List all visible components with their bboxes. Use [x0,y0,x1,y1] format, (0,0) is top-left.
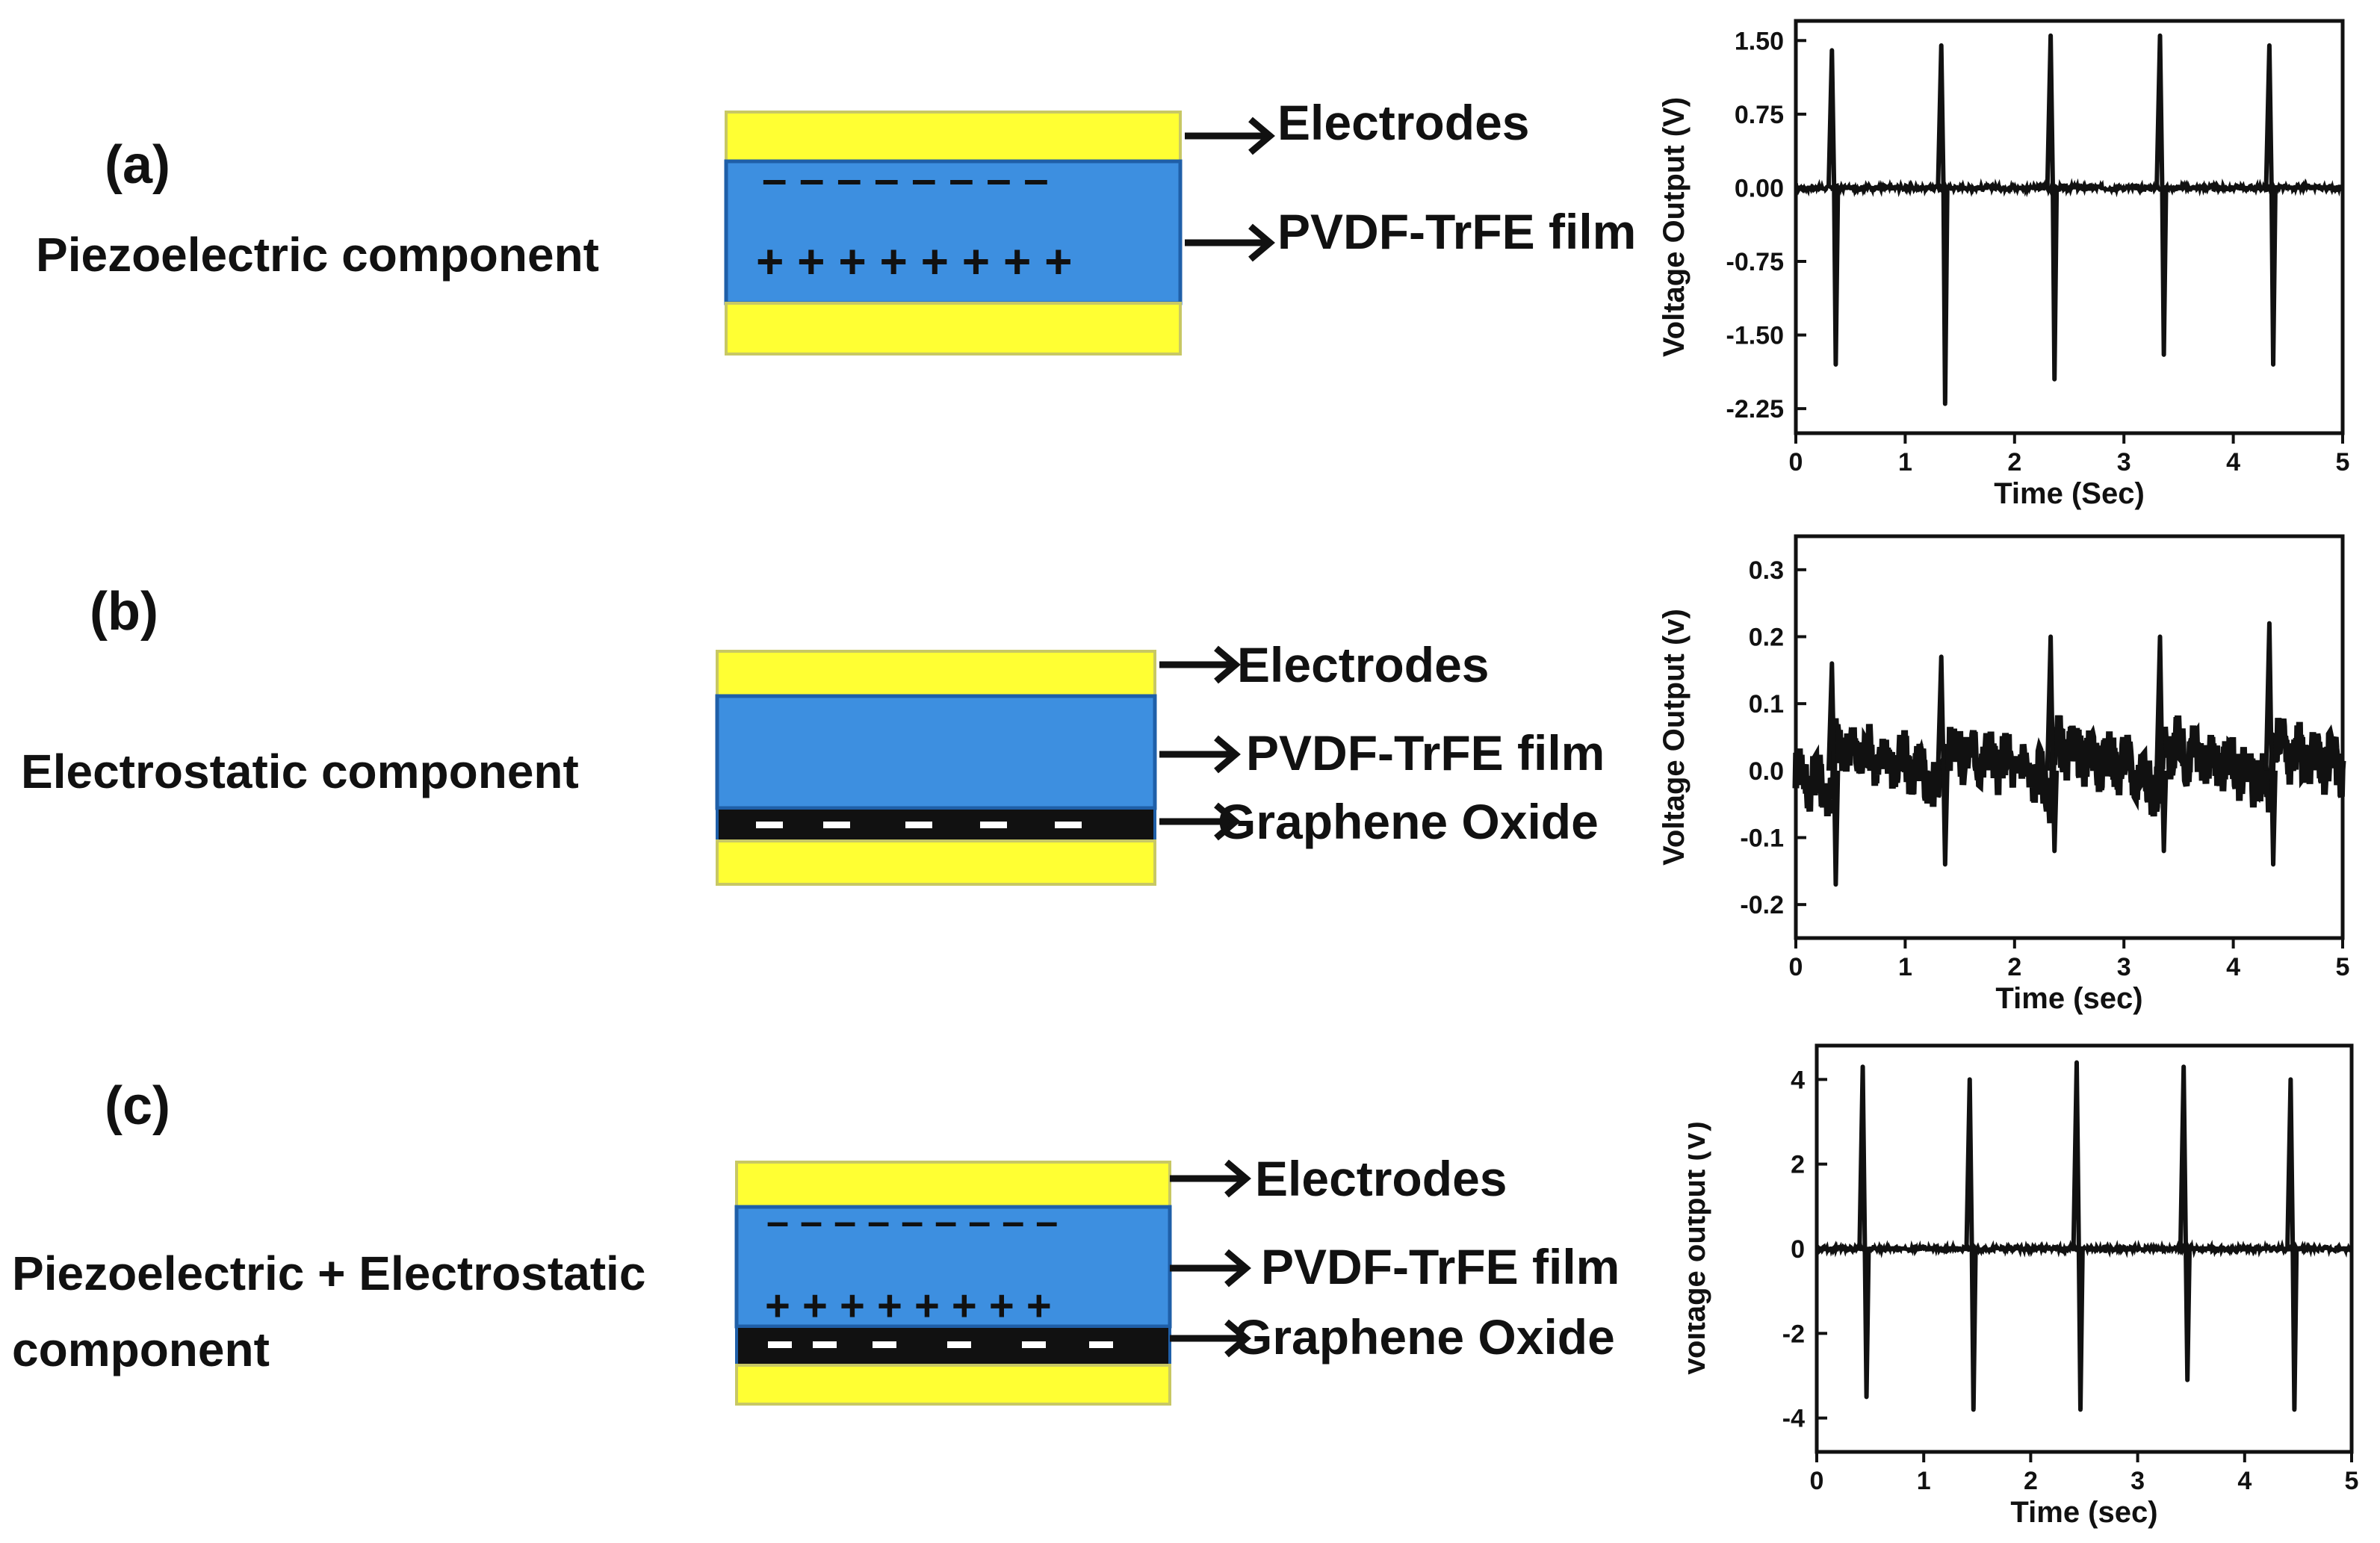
label-film-b: PVDF-TrFE film [1246,725,1605,780]
y-tick-label: 0.0 [1749,757,1784,786]
panel-label-a: (a) [105,135,170,195]
label-graphene-c: Graphene Oxide [1234,1309,1615,1365]
signal-pulse [1964,1077,1978,1412]
component-label-b: Electrostatic component [21,745,579,798]
label-film-c: PVDF-TrFE film [1261,1239,1620,1294]
y-tick-label: -0.2 [1740,891,1784,919]
x-tick-label: 0 [1789,448,1803,476]
x-axis-label: Time (sec) [2010,1496,2157,1529]
signal-pulse [2285,1077,2299,1412]
y-tick-label: -2 [1782,1320,1805,1348]
x-tick-label: 3 [2117,448,2131,476]
signal-pulse [1826,48,1841,367]
y-tick-label: 0 [1791,1235,1805,1264]
signal-baseline [1815,1239,2352,1258]
signal-pulse [2178,1064,2192,1382]
x-tick-label: 2 [2007,953,2021,981]
y-tick-label: -0.1 [1740,825,1784,853]
signal-baseline [1792,715,2346,824]
x-tick-label: 1 [1898,448,1912,476]
x-tick-label: 1 [1898,953,1912,981]
device-stack-a: – – – – – – – – + + + + + + + + [724,111,1183,356]
pvdf-film [715,694,1157,810]
y-tick-label: 4 [1791,1066,1805,1094]
x-tick-label: 2 [2024,1467,2038,1495]
y-tick-label: -1.50 [1726,322,1785,350]
y-tick-label: 0.3 [1749,556,1784,585]
label-electrodes-a: Electrodes [1277,95,1530,150]
x-tick-label: 0 [1789,953,1803,981]
y-tick-label: 0.2 [1749,624,1784,652]
positive-charges: + + + + + + + + [765,1282,1052,1330]
y-tick-label: 2 [1791,1151,1805,1179]
label-graphene-b: Graphene Oxide [1218,794,1599,849]
label-film-a: PVDF-TrFE film [1277,204,1637,259]
x-axis-label: Time (sec) [1995,982,2142,1015]
graphene-negative-charges [756,822,1082,828]
y-axis-label: Voltage Output (V) [1658,97,1691,357]
pvdf-film [724,159,1183,305]
y-tick-label: -4 [1782,1405,1805,1433]
plot-frame [1794,534,2345,940]
bottom-electrode [725,302,1182,356]
x-tick-label: 4 [2237,1467,2252,1495]
y-tick-label: 0.1 [1749,690,1784,718]
top-electrode [716,650,1156,698]
x-tick-label: 0 [1810,1467,1824,1495]
x-axis-label: Time (Sec) [1994,477,2145,510]
arrows-a [1185,117,1275,262]
y-axis-label: Voltage Output (v) [1658,609,1691,866]
label-electrodes-b: Electrodes [1237,637,1490,692]
negative-charges: – – – – – – – – [762,154,1049,204]
bottom-electrode [735,1364,1171,1406]
y-axis-label: Voltage output (V) [1688,1121,1711,1376]
arrows-b [1159,645,1241,841]
x-tick-label: 5 [2336,953,2350,981]
panel-label-c: (c) [105,1076,170,1136]
component-label-a: Piezoelectric component [36,228,599,282]
signal-pulse [2045,634,2060,854]
device-stack-c: – – – – – – – – – + + + + + + + + [734,1161,1172,1406]
positive-charges: + + + + + + + + [756,235,1072,288]
x-tick-label: 5 [2336,448,2350,476]
label-electrodes-c: Electrodes [1255,1151,1507,1206]
y-tick-label: 0.75 [1735,101,1784,129]
component-label-c: Piezoelectric + Electrostatic component [12,1246,646,1376]
signal-pulse [1826,661,1841,887]
panel-label-b: (b) [90,582,158,642]
signal-baseline [1794,178,2345,198]
x-tick-label: 1 [1917,1467,1931,1495]
graphene-oxide-layer [716,807,1156,842]
x-tick-label: 4 [2226,953,2240,981]
top-electrode [725,111,1182,163]
y-tick-label: 0.00 [1735,174,1784,202]
signal-pulse [2154,33,2169,357]
top-electrode [735,1161,1171,1208]
signal-pulse [2154,634,2169,854]
x-tick-label: 3 [2117,953,2131,981]
signal-pulse [1857,1064,1871,1400]
signal-pulse [1936,43,1950,406]
bottom-electrode [716,839,1156,886]
x-tick-label: 3 [2130,1467,2145,1495]
graphene-negative-charges [768,1341,1113,1348]
signal-pulse [1936,654,1950,867]
x-tick-label: 5 [2345,1467,2359,1495]
signal-pulse [2263,621,2278,867]
x-tick-label: 4 [2226,448,2240,476]
signal-pulse [2045,33,2060,382]
arrows-c [1170,1159,1251,1358]
signal-pulse [2263,43,2278,367]
y-tick-label: 1.50 [1735,27,1784,55]
y-tick-label: -2.25 [1726,395,1785,423]
plot-frame [1794,19,2345,435]
x-tick-label: 2 [2007,448,2021,476]
y-tick-label: -0.75 [1726,248,1785,276]
negative-charges: – – – – – – – – – [766,1199,1058,1244]
device-stack-b [715,650,1157,886]
signal-pulse [2071,1060,2085,1412]
